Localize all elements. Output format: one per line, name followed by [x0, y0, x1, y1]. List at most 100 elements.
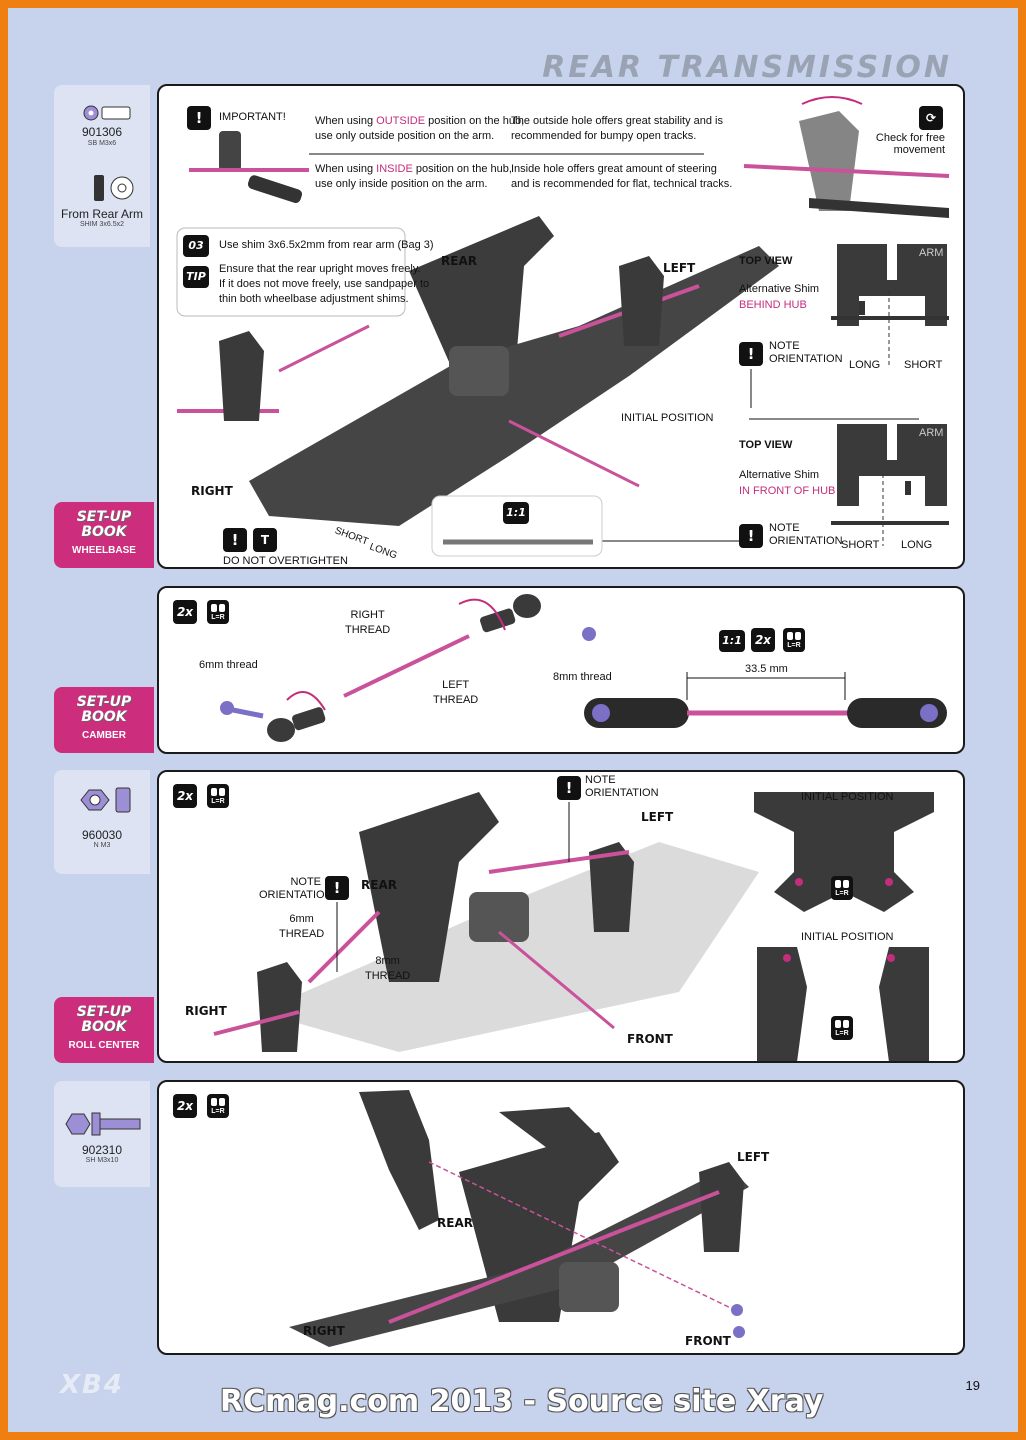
left-right-icon: L=R — [207, 784, 229, 808]
behind-hub-label: BEHIND HUB — [739, 299, 807, 311]
left-right-icon: L=R — [207, 600, 229, 624]
badge-book-label: SET-UP BOOK — [76, 509, 132, 540]
short-label-2: SHORT — [841, 539, 880, 551]
setup-book-badge-roll-center: SET-UP BOOK ROLL CENTER — [54, 997, 154, 1063]
important-label: IMPORTANT! — [219, 111, 286, 123]
screw-icon — [65, 1112, 141, 1136]
quantity-icon: 2x — [173, 600, 197, 624]
rear-label: REAR — [361, 878, 397, 892]
parts-box-2: 960030 N M3 — [54, 770, 150, 874]
setup-book-badge-camber: SET-UP BOOK CAMBER — [54, 687, 154, 753]
step-panel-1: ! IMPORTANT! When using OUTSIDE position… — [157, 84, 965, 569]
link-length-label: 33.5 mm — [745, 663, 788, 675]
nut-icon — [80, 787, 131, 813]
front-label: FRONT — [685, 1334, 731, 1348]
badge-topic: ROLL CENTER — [68, 1040, 140, 1051]
part-name: From Rear Arm — [60, 207, 143, 221]
six-mm-thread-label: 6mm thread — [199, 659, 258, 671]
page-number: 19 — [965, 1378, 980, 1393]
torque-icon: T — [253, 528, 277, 552]
part-desc: SHIM 3x6.5x2 — [80, 221, 124, 228]
badge-topic: WHEELBASE — [72, 545, 136, 556]
badge-book-label: SET-UP BOOK — [76, 1004, 132, 1035]
parts-box-1: 901306 SB M3x6 From Rear Arm SHIM 3x6.5x… — [54, 85, 150, 247]
top-view-label-1: TOP VIEW — [739, 255, 793, 267]
warning-icon: ! — [223, 528, 247, 552]
in-front-hub-label: IN FRONT OF HUB — [739, 485, 836, 497]
warning-icon: ! — [325, 876, 349, 900]
rear-assembly-diagram — [176, 96, 950, 557]
setup-book-badge-wheelbase: SET-UP BOOK WHEELBASE — [54, 502, 154, 568]
left-right-icon: L=R — [831, 1016, 853, 1040]
part-number: 901306 — [81, 125, 123, 139]
outside-hub-note: When using OUTSIDE position on the hub, … — [315, 115, 525, 142]
page-title: REAR TRANSMISSION — [542, 50, 952, 85]
warning-icon: ! — [557, 776, 581, 800]
initial-position-hub: INITIAL POSITION — [801, 931, 894, 943]
rear-label: REAR — [437, 1216, 473, 1230]
left-right-icon: L=R — [207, 1094, 229, 1118]
badge-book-label: SET-UP BOOK — [76, 694, 132, 725]
ratio-icon: 1:1 — [719, 630, 745, 652]
step-panel-4: 2x L=R LEFT REAR RIGHT FRONT — [157, 1080, 965, 1355]
left-right-icon: L=R — [783, 628, 805, 652]
tip-icon: TIP — [183, 266, 209, 288]
ratio-icon: 1:1 — [503, 502, 529, 524]
check-movement-icon: ⟳ — [919, 106, 943, 130]
short-label-1: SHORT — [904, 359, 943, 371]
quantity-icon: 2x — [751, 628, 775, 652]
camber-link-diagram — [220, 594, 947, 742]
part-number: 960030 — [81, 828, 123, 842]
model-logo: XB4 — [60, 1370, 124, 1400]
part-desc: SH M3x10 — [85, 1157, 119, 1164]
bag-number-icon: 03 — [183, 235, 209, 257]
badge-topic: CAMBER — [82, 730, 126, 741]
tip-text: Ensure that the rear upright moves freel… — [219, 263, 430, 305]
quantity-icon: 2x — [173, 784, 197, 808]
warning-icon: ! — [187, 106, 211, 130]
roll-center-diagram — [213, 792, 934, 1061]
parts-box-3: 902310 SH M3x10 — [54, 1081, 150, 1187]
part-number: 902310 — [81, 1143, 123, 1157]
watermark: RCmag.com 2013 - Source site Xray — [220, 1384, 824, 1419]
warning-icon: ! — [739, 342, 763, 366]
quantity-icon: 2x — [173, 1094, 197, 1118]
right-label: RIGHT — [303, 1324, 345, 1338]
outside-hole-note: The outside hole offers great stability … — [511, 115, 723, 142]
shim-note: Use shim 3x6.5x2mm from rear arm (Bag 3) — [219, 239, 434, 251]
long-label-1: LONG — [849, 359, 881, 371]
tower-mount-diagram — [289, 1090, 749, 1347]
initial-position-tower: INITIAL POSITION — [801, 791, 894, 803]
long-label-2: LONG — [901, 539, 933, 551]
inside-hub-note: When using INSIDE position on the hub, u… — [315, 163, 512, 190]
left-label: LEFT — [737, 1150, 770, 1164]
front-label: FRONT — [627, 1032, 673, 1046]
alt-shim-label-2: Alternative Shim — [739, 469, 820, 481]
arm-label-2: ARM — [919, 427, 944, 439]
do-not-overtighten-label: DO NOT OVERTIGHTEN — [223, 555, 348, 567]
left-label: LEFT — [641, 810, 674, 824]
top-view-label-2: TOP VIEW — [739, 439, 793, 451]
part-desc: N M3 — [93, 842, 111, 849]
inside-hole-note: Inside hole offers great amount of steer… — [511, 163, 733, 190]
part-desc: SB M3x6 — [87, 140, 117, 147]
alt-shim-label-1: Alternative Shim — [739, 283, 820, 295]
warning-icon: ! — [739, 524, 763, 548]
left-label: LEFT — [663, 261, 696, 275]
bolt-washer-icon — [83, 105, 134, 201]
left-right-icon: L=R — [831, 876, 853, 900]
eight-mm-thread-label: 8mm thread — [553, 671, 612, 683]
right-label: RIGHT — [185, 1004, 227, 1018]
right-label: RIGHT — [191, 484, 233, 498]
arm-label-1: ARM — [919, 247, 944, 259]
